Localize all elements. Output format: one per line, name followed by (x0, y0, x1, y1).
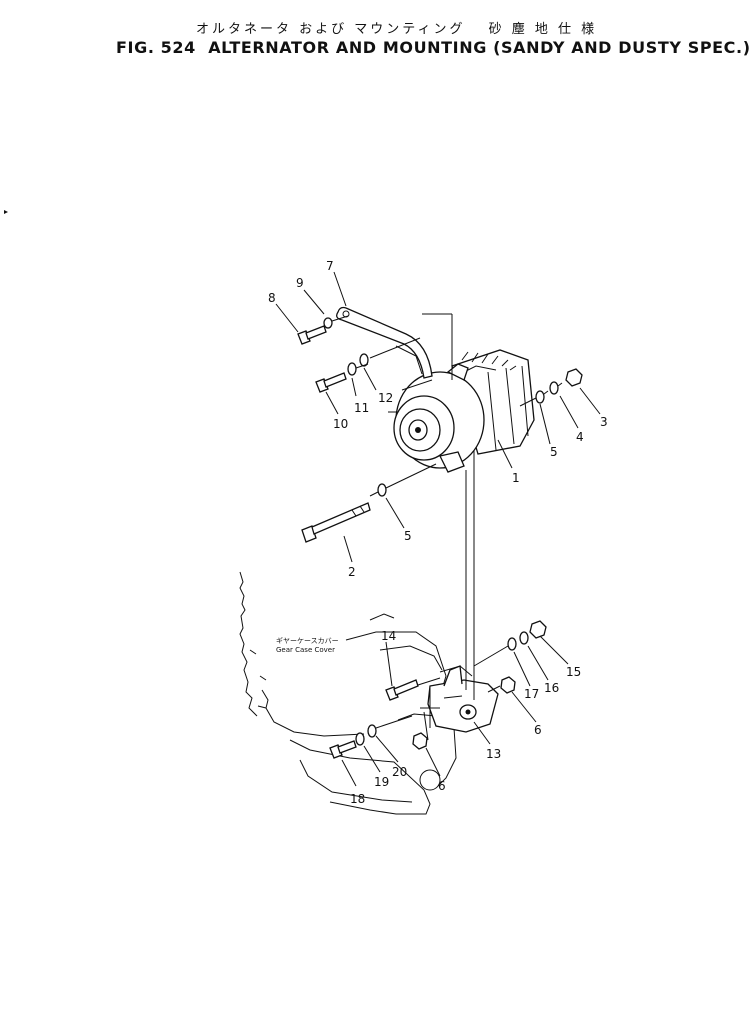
long-bolt-2 (301, 502, 371, 543)
washer-19 (355, 732, 365, 746)
figure-title-japanese: オルタネータ および マウンティング 砂 塵 地 仕 様 (196, 22, 598, 37)
part-label-12: 12 (378, 391, 393, 405)
nut-6-lower (412, 732, 428, 750)
part-label-3: 3 (600, 415, 608, 429)
alternator-body (388, 349, 535, 473)
part-label-5-upper: 5 (550, 445, 558, 459)
part-label-8: 8 (268, 291, 276, 305)
part-label-11: 11 (354, 401, 369, 415)
part-label-7: 7 (326, 259, 334, 273)
part-label-14: 14 (381, 629, 396, 643)
nut-3 (565, 368, 583, 387)
gear-case-cover-en-note: Gear Case Cover (276, 646, 335, 654)
part-label-1: 1 (512, 471, 520, 485)
gear-case-cover-outline (239, 571, 457, 815)
nut-6-right (500, 676, 516, 694)
leader-lines (275, 271, 601, 787)
part-label-13: 13 (486, 747, 501, 761)
washer-5-lower (377, 483, 387, 497)
figure-title: FIG. 524 ALTERNATOR AND MOUNTING (SANDY … (116, 38, 751, 57)
nut-15 (529, 620, 547, 639)
part-label-6-right: 6 (534, 723, 542, 737)
part-label-6-lower: 6 (438, 779, 446, 793)
part-label-18: 18 (350, 792, 365, 806)
assembly-lines (331, 313, 563, 741)
part-label-17: 17 (524, 687, 539, 701)
margin-marker (4, 210, 8, 214)
gear-case-cover-jp-note: ギヤーケースカバー (276, 637, 339, 645)
part-label-16: 16 (544, 681, 559, 695)
bolt-8 (297, 325, 327, 345)
bolt-10 (315, 372, 347, 393)
part-label-15: 15 (566, 665, 581, 679)
exploded-parts-diagram: ギヤーケースカバー Gear Case Cover 1 2 3 4 5 5 6 … (4, 210, 608, 815)
bolt-18 (329, 740, 357, 759)
part-label-5-lower: 5 (404, 529, 412, 543)
bolt-14 (385, 679, 419, 701)
mounting-bracket (420, 665, 499, 733)
part-label-4: 4 (576, 430, 584, 444)
washer-12 (359, 353, 369, 367)
washer-20 (367, 724, 377, 738)
lock-washer-11 (347, 362, 357, 376)
part-label-19: 19 (374, 775, 389, 789)
washer-9 (323, 317, 333, 329)
washer-16 (519, 631, 529, 645)
washer-4 (549, 381, 559, 395)
part-label-9: 9 (296, 276, 304, 290)
washer-5-upper (535, 390, 545, 404)
part-label-2: 2 (348, 565, 356, 579)
part-label-10: 10 (333, 417, 348, 431)
washer-17 (507, 637, 517, 651)
part-label-20: 20 (392, 765, 407, 779)
